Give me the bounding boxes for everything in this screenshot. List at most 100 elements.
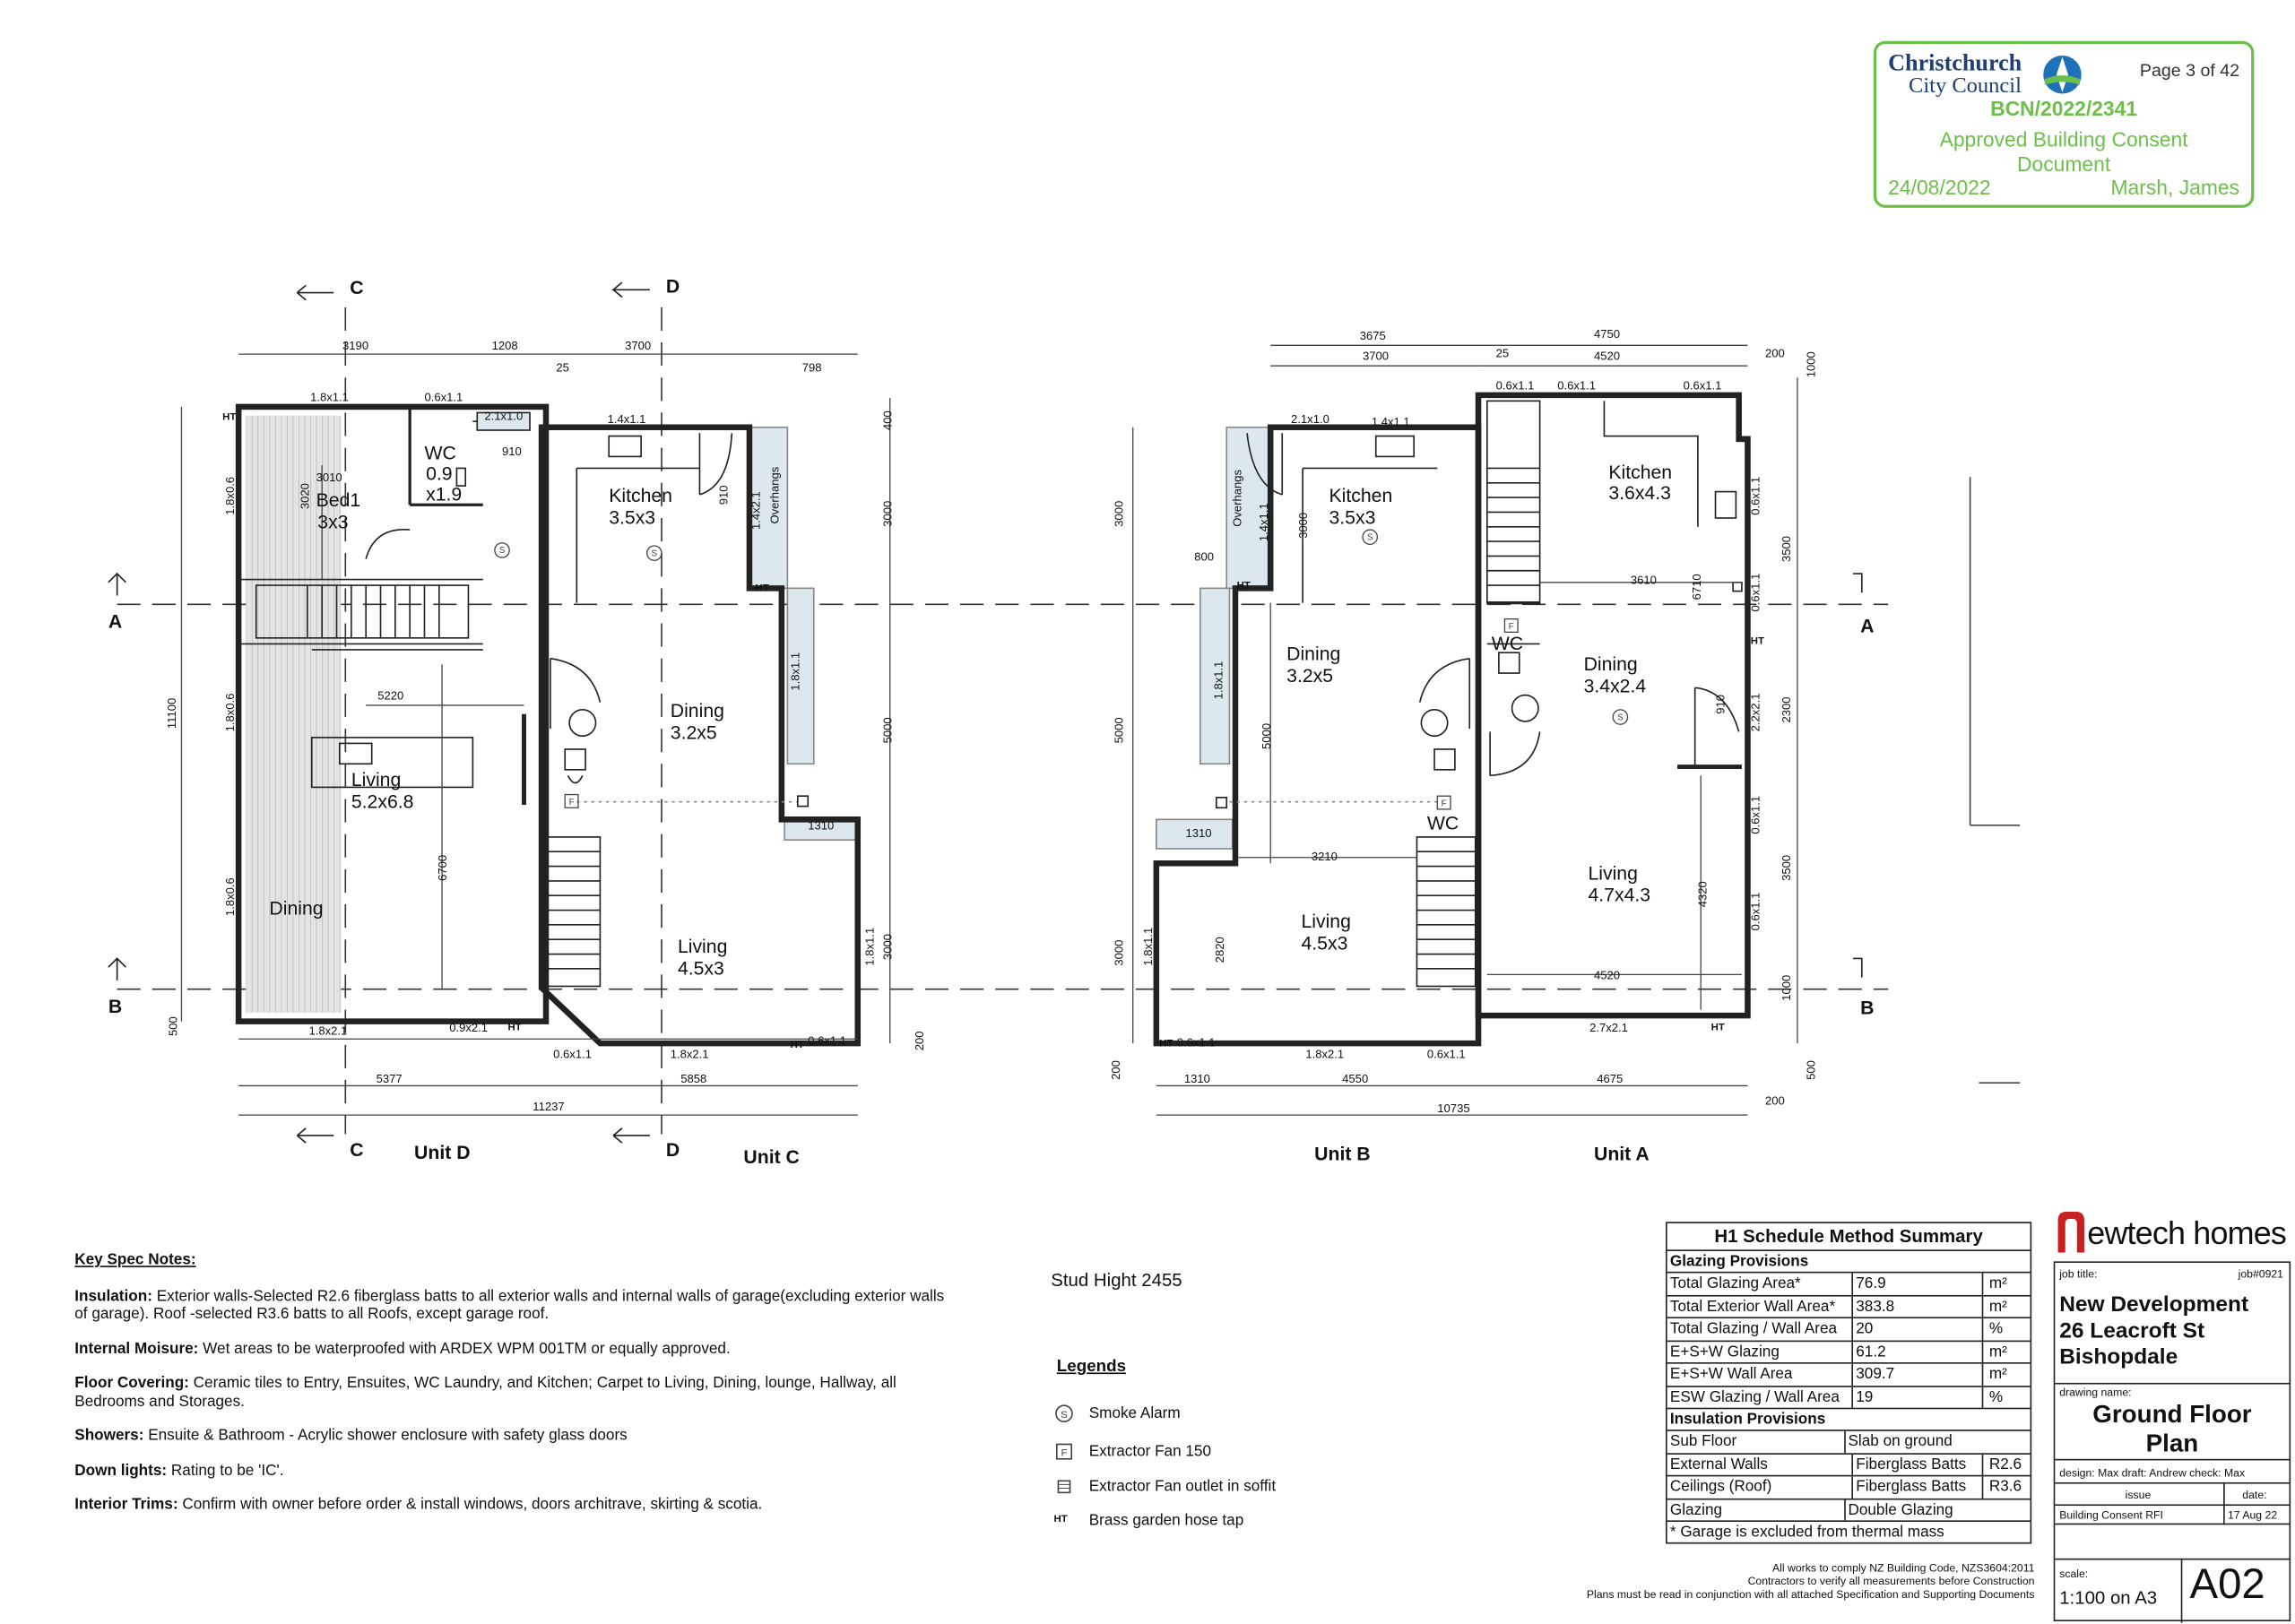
extractor-fan-icon <box>1503 618 1519 633</box>
dim: 5377 <box>377 1072 403 1085</box>
council-name-line1: Christchurch <box>1888 51 2022 76</box>
extractor-fan-icon <box>1436 795 1451 810</box>
dim: 5000 <box>880 717 894 743</box>
dim: 5220 <box>377 688 403 702</box>
section-label-a-right: A <box>1860 616 1874 636</box>
consent-status-line2: Document <box>2017 151 2111 176</box>
issue-date: 17 Aug 22 <box>2227 1508 2278 1523</box>
section-b-left-arrow <box>108 957 126 980</box>
note-item: Showers: Ensuite & Bathroom - Acrylic sh… <box>74 1426 628 1445</box>
section-a-right-arrow <box>1852 573 1863 593</box>
council-consent-stamp: Christchurch City Council Page 3 of 42 B… <box>1873 40 2255 208</box>
a-kitchen-size: 3.6x4.3 <box>1608 483 1671 504</box>
smoke-alarm-symbol: S <box>652 549 658 558</box>
section-lines <box>117 307 1889 1135</box>
dim: 1000 <box>1805 351 1818 377</box>
dim: 6700 <box>436 855 449 881</box>
dim: 5858 <box>680 1072 706 1085</box>
dim: 0.6x1.1 <box>1177 1035 1216 1049</box>
smoke-alarm-symbol: S <box>499 546 506 556</box>
c-overhangs-label: Overhangs <box>768 466 782 523</box>
stud-height-note: Stud Hight 2455 <box>1051 1270 1182 1291</box>
extractor-fan-icon: F <box>1055 1443 1072 1460</box>
dim: 1310 <box>1185 826 1211 840</box>
dim: 0.6x1.1 <box>553 1047 592 1060</box>
section-c-bot-arrow <box>296 1127 334 1144</box>
hose-tap-marker: HT <box>791 1040 804 1050</box>
newtech-logo: ewtech homes <box>2055 1211 2289 1258</box>
dim: 0.6x1.1 <box>1496 378 1535 392</box>
drawing-name-label: drawing name: <box>2059 1386 2132 1399</box>
dim: 1.4x1.1 <box>608 412 646 426</box>
section-label-b-left: B <box>108 997 122 1017</box>
notes-title: Key Spec Notes: <box>74 1250 196 1269</box>
dim: 0.6x1.1 <box>1427 1047 1466 1060</box>
unit-a-label: Unit A <box>1594 1145 1650 1165</box>
a-dining-label: Dining <box>1584 654 1638 675</box>
dim: 2820 <box>1213 937 1226 963</box>
hose-tap-marker: HT <box>222 412 236 423</box>
dim: 1.4x1.1 <box>1257 503 1270 541</box>
dim: 10735 <box>1437 1101 1469 1115</box>
dim: 0.6x1.1 <box>1684 378 1722 392</box>
dim: 910 <box>502 445 522 458</box>
unit-d-label: Unit D <box>414 1143 470 1163</box>
title-block: job title: job#0921 New Development 26 L… <box>2053 1261 2291 1623</box>
consent-date: 24/08/2022 <box>1888 175 1991 200</box>
dim: 2300 <box>1780 697 1793 723</box>
hose-tap-marker: HT <box>1751 635 1764 646</box>
dim: 1.4x1.1 <box>1372 415 1410 428</box>
dim: 3700 <box>625 339 651 352</box>
section-label-a-left: A <box>108 611 122 632</box>
dim: 1.8x0.6 <box>223 477 237 515</box>
c-living-size: 4.5x3 <box>678 958 724 979</box>
dim: 1208 <box>492 339 518 352</box>
unit-c-overhang-side <box>786 587 815 765</box>
c-kitchen-size: 3.5x3 <box>609 508 655 529</box>
dim: 2.2x2.1 <box>1749 694 1762 732</box>
hose-tap-marker: HT <box>1237 580 1251 591</box>
dim: 4520 <box>1594 968 1620 981</box>
ground-floor-plan: C D C D A B A B <box>108 277 2021 1168</box>
drawing-number: A02 <box>2189 1561 2265 1609</box>
dim: 800 <box>1194 549 1214 563</box>
dim: 0.6x1.1 <box>424 390 463 403</box>
scale-label: scale: <box>2059 1567 2089 1581</box>
d-bed-size: 3x3 <box>317 512 348 532</box>
section-label-d-top: D <box>666 277 680 298</box>
smoke-alarm-symbol: S <box>1617 713 1624 722</box>
dim: 4675 <box>1597 1072 1623 1085</box>
b-wc-label: WC <box>1427 814 1459 834</box>
dim: 4750 <box>1594 327 1620 341</box>
hose-tap-marker: HT <box>508 1022 522 1032</box>
key-spec-notes: Key Spec Notes: Insulation: Exterior wal… <box>74 1251 953 1530</box>
d-dining-label: Dining <box>269 898 323 919</box>
job-number: job#0921 <box>2238 1266 2284 1281</box>
dim: 910 <box>716 486 730 505</box>
dim: 3190 <box>342 339 368 352</box>
dim: 1.8x1.1 <box>1141 928 1155 966</box>
dim: 0.6x1.1 <box>1749 477 1762 515</box>
c-dining-size: 3.2x5 <box>671 723 717 744</box>
date-label: date: <box>2242 1488 2267 1502</box>
a-wc-label: WC <box>1492 634 1523 654</box>
dim: 1.8x2.1 <box>308 1024 347 1037</box>
unit-c-soffit-outlet-icon <box>797 795 810 808</box>
dim: 2.1x1.0 <box>484 410 523 423</box>
scale-value: 1:100 on A3 <box>2059 1587 2158 1609</box>
section-label-d-bot: D <box>666 1140 680 1161</box>
h1-glazing-header: Glazing Provisions <box>1667 1251 2031 1274</box>
d-wc-size1: 0.9 <box>426 464 453 485</box>
d-living-size: 5.2x6.8 <box>351 791 414 812</box>
dim: 3210 <box>1312 850 1338 863</box>
h1-title: H1 Schedule Method Summary <box>1667 1223 2031 1251</box>
unit-b-label: Unit B <box>1314 1145 1370 1165</box>
dim: 200 <box>913 1031 926 1050</box>
dim: 25 <box>1496 346 1510 359</box>
